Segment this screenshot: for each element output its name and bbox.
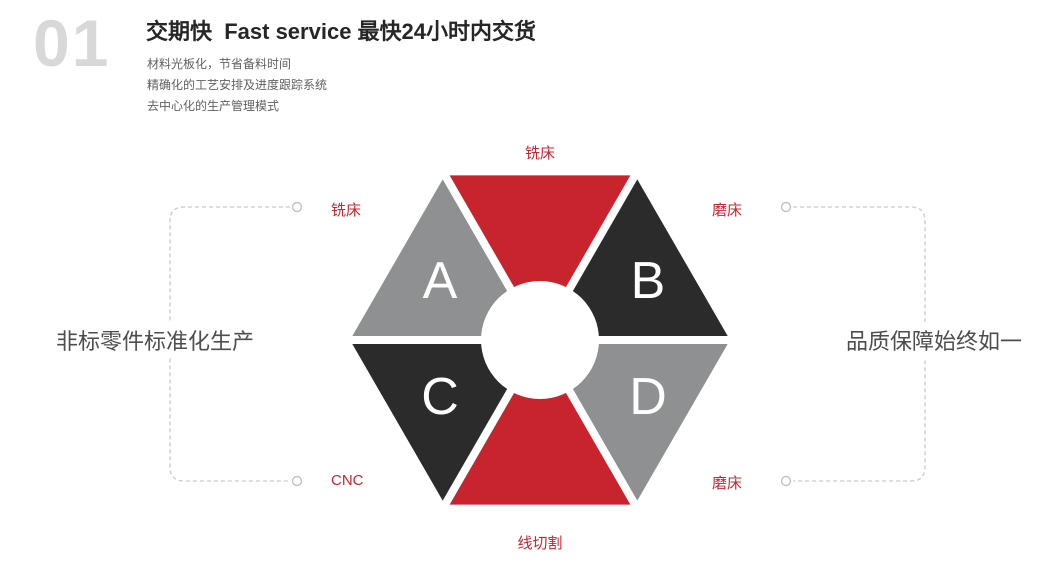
- wedge-upper-right: [540, 175, 730, 340]
- label-bottom: 线切割: [517, 535, 563, 552]
- right-side-caption: 品质保障始终如一: [843, 322, 1026, 358]
- connector-dot-left-top: [291, 201, 303, 213]
- label-lower-right: 磨床: [712, 475, 743, 492]
- label-upper-right: 磨床: [712, 202, 743, 219]
- wedge-bottom: [445, 340, 635, 505]
- bullet-line: 材料光板化，节省备料时间: [147, 57, 292, 71]
- wedge-letter-b: B: [630, 252, 666, 310]
- slide-title: 交期快 Fast service 最快24小时内交货: [146, 19, 537, 44]
- bullet-line: 去中心化的生产管理模式: [147, 99, 280, 113]
- wedge-letter-d: D: [629, 368, 667, 426]
- wedge-lower-right: [540, 340, 730, 505]
- label-upper-left: 铣床: [331, 202, 362, 219]
- connector-dot-right-bottom: [780, 475, 792, 487]
- wedge-lower-left: [350, 340, 540, 505]
- hexagon-center-circle: [481, 281, 599, 399]
- connector-dot-right-top: [780, 201, 792, 213]
- bullet-list: 材料光板化，节省备料时间 精确化的工艺安排及进度跟踪系统 去中心化的生产管理模式: [147, 54, 327, 117]
- wedge-letter-a: A: [422, 252, 458, 310]
- wedge-letter-c: C: [421, 368, 459, 426]
- label-lower-left: CNC: [331, 472, 364, 489]
- wedge-upper-left: [350, 175, 540, 340]
- left-side-caption: 非标零件标准化生产: [53, 322, 258, 358]
- wedge-top: [445, 175, 635, 340]
- connector-dot-left-bottom: [291, 475, 303, 487]
- section-number: 01: [33, 6, 111, 80]
- label-top: 铣床: [524, 145, 556, 162]
- bullet-line: 精确化的工艺安排及进度跟踪系统: [147, 78, 328, 92]
